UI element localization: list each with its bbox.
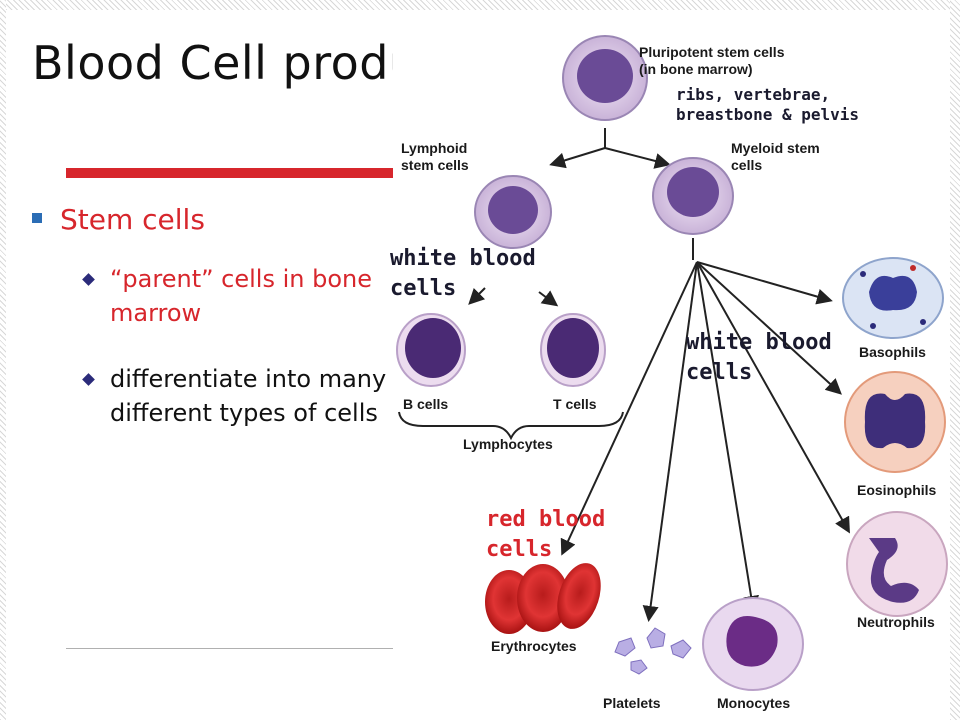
basophil	[842, 257, 944, 339]
rbc-note: red blood cells	[486, 507, 606, 562]
diamond-bullet-icon	[82, 273, 95, 286]
square-bullet-icon	[32, 213, 42, 223]
wbc-left-note: white blood cells	[390, 246, 536, 301]
frame-right	[950, 0, 960, 720]
sub-bullet-differentiate: differentiate into many different types …	[82, 362, 400, 430]
sub-bullet-parent-cells: “parent” cells in bone marrow	[82, 262, 400, 330]
sub-bullet-parent-cells-text: “parent” cells in bone marrow	[110, 265, 372, 327]
monocytes-label: Monocytes	[717, 695, 791, 711]
frame-left	[0, 0, 6, 720]
sub-bullet-differentiate-text: differentiate into many different types …	[110, 365, 387, 427]
erythrocytes-label: Erythrocytes	[491, 638, 577, 654]
title-underline	[66, 168, 398, 178]
platelets-label: Platelets	[603, 695, 661, 711]
basophils-label: Basophils	[859, 344, 926, 360]
lymphoid-label: Lymphoid stem cells	[401, 140, 469, 173]
monocyte	[702, 597, 804, 691]
platelets	[614, 627, 692, 675]
eosinophils-label: Eosinophils	[857, 482, 937, 498]
b-cells-label: B cells	[403, 396, 449, 412]
diamond-bullet-icon	[82, 373, 95, 386]
myeloid-stem-cell	[652, 157, 734, 235]
pluripotent-stem-cell	[562, 35, 648, 121]
lymphoid-stem-cell	[474, 175, 552, 249]
neutrophil	[846, 511, 948, 617]
erythrocytes	[485, 563, 601, 634]
frame-top	[0, 0, 960, 10]
t-cell	[540, 313, 606, 387]
bottom-rule	[66, 648, 398, 649]
lymphocytes-label: Lymphocytes	[463, 436, 553, 452]
pluripotent-label: Pluripotent stem cells (in bone marrow)	[639, 44, 785, 77]
wbc-right-note: white blood cells	[686, 330, 832, 385]
bullet-stem-cells: Stem cells	[32, 203, 205, 236]
myeloid-label: Myeloid stem cells	[731, 140, 820, 173]
blood-cell-diagram: Pluripotent stem cells (in bone marrow) …	[393, 30, 948, 720]
b-cell	[396, 313, 466, 387]
bullet-stem-cells-text: Stem cells	[60, 203, 205, 236]
bone-locations-note: ribs, vertebrae, breastbone & pelvis	[676, 85, 860, 124]
t-cells-label: T cells	[553, 396, 597, 412]
diagram-artwork	[396, 35, 948, 691]
eosinophil	[844, 371, 946, 473]
neutrophils-label: Neutrophils	[857, 614, 935, 630]
